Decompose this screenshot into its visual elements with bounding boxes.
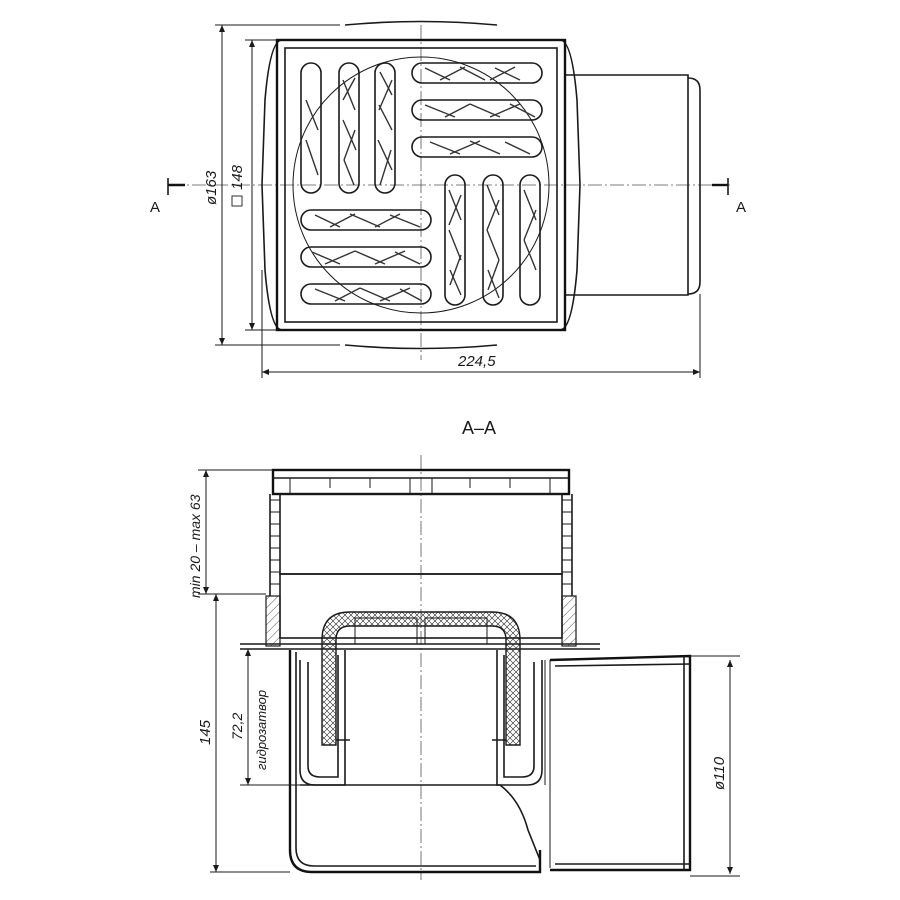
section-mark-right xyxy=(712,178,729,195)
dim-label-water-seal: 72,2 xyxy=(229,713,245,740)
water-seal-label: гидрозатвор xyxy=(254,690,269,770)
plan-dim-length xyxy=(261,270,701,378)
section-body-flange xyxy=(240,595,600,650)
plan-slots-top-left xyxy=(300,62,396,194)
plan-round-flange xyxy=(261,20,581,350)
plan-slots-bottom-left xyxy=(300,209,432,305)
dim-label-flange-diameter: ø163 xyxy=(203,170,220,205)
plan-inner-circle xyxy=(292,56,550,314)
plan-grate-inner-frame xyxy=(284,47,558,323)
plan-dim-square xyxy=(231,39,277,331)
plan-slots-top-right xyxy=(411,62,543,158)
dim-label-square-grate: 148 xyxy=(229,164,246,190)
plan-view: ø163 148 224,5 A A xyxy=(150,20,746,378)
section-mark-right-label: A xyxy=(736,199,746,216)
section-dim-outlet xyxy=(690,655,740,877)
section-dim-adjustable xyxy=(198,469,273,595)
plan-slots-bottom-right xyxy=(444,174,541,306)
section-mark-left xyxy=(167,178,185,195)
section-view: min 20 – max 63 145 72,2 гидрозатвор ø11… xyxy=(187,455,740,880)
section-body-shell xyxy=(288,650,551,874)
section-title: A–A xyxy=(462,418,496,438)
plan-grate-frame xyxy=(275,38,567,332)
plan-dim-flange xyxy=(215,24,340,346)
section-dim-body-height xyxy=(210,593,290,873)
dim-label-body-height: 145 xyxy=(197,719,214,745)
plan-outlet-pipe xyxy=(565,74,701,296)
square-symbol-icon xyxy=(231,195,243,207)
section-dim-water-seal xyxy=(240,648,300,786)
section-mark-left-label: A xyxy=(150,199,160,216)
section-outlet-pipe xyxy=(549,654,692,872)
dim-label-outlet-diameter: ø110 xyxy=(711,756,728,790)
dim-label-overall-length: 224,5 xyxy=(457,353,496,370)
dim-label-adjustable-height: min 20 – max 63 xyxy=(187,494,203,598)
